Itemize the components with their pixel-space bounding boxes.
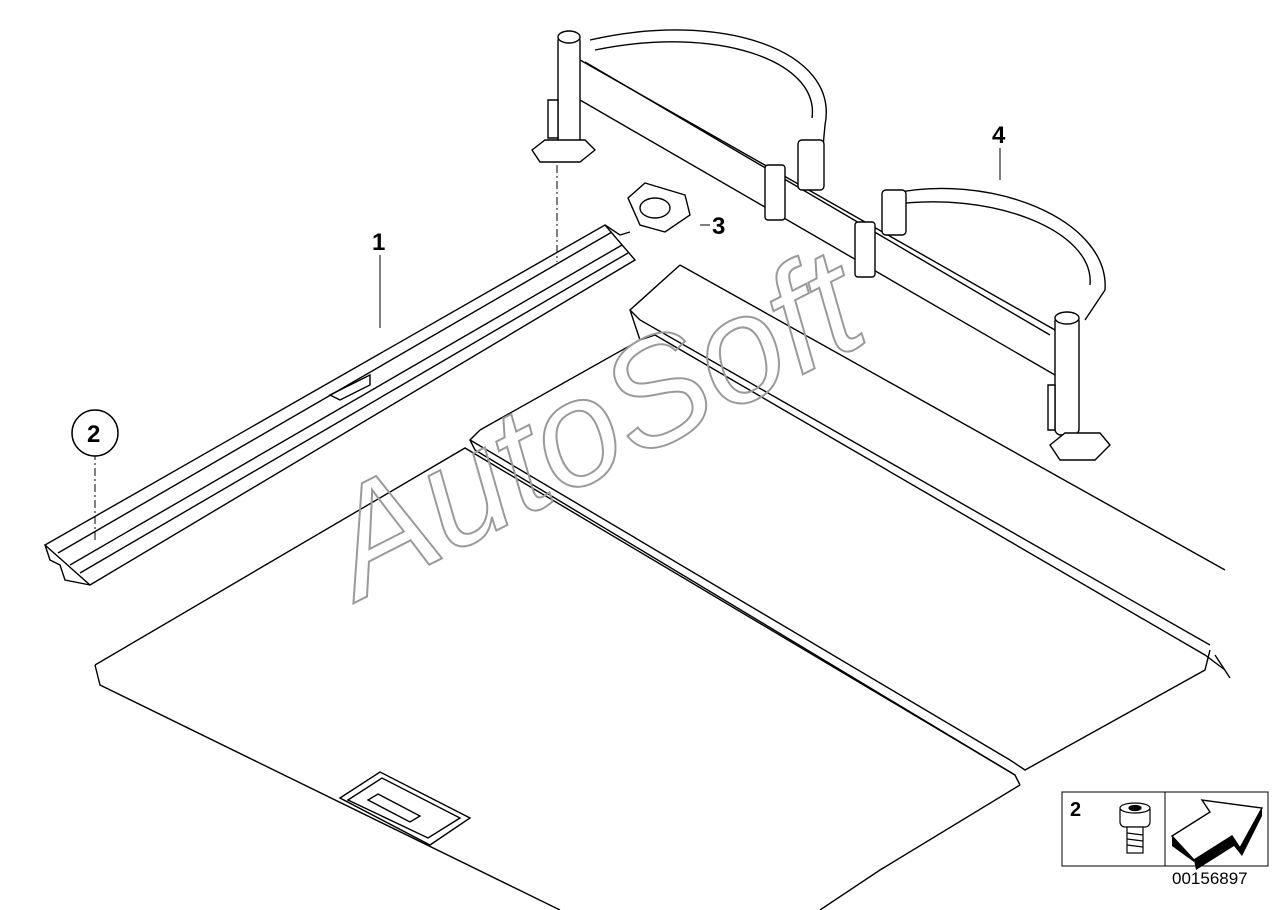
callout-4: 4 [992, 122, 1006, 149]
clip-part-3 [627, 182, 691, 233]
leader-lines [94, 148, 1001, 540]
legend-item-number: 2 [1070, 799, 1081, 821]
legend-box: 2 [1061, 791, 1269, 870]
bolt-icon [1119, 802, 1151, 854]
callout-2: 2 [87, 421, 100, 448]
rail-part-1 [43, 224, 637, 586]
watermark: AutoSoft [291, 215, 892, 632]
diagram-number: 00156897 [1172, 869, 1248, 888]
callout-3: 3 [712, 213, 725, 240]
callout-1: 1 [372, 229, 385, 256]
arrow-icon [1170, 799, 1264, 870]
callout-circle-2 [71, 409, 119, 457]
floor-panels [94, 264, 1231, 910]
strap-assembly-part-4 [531, 29, 1111, 461]
